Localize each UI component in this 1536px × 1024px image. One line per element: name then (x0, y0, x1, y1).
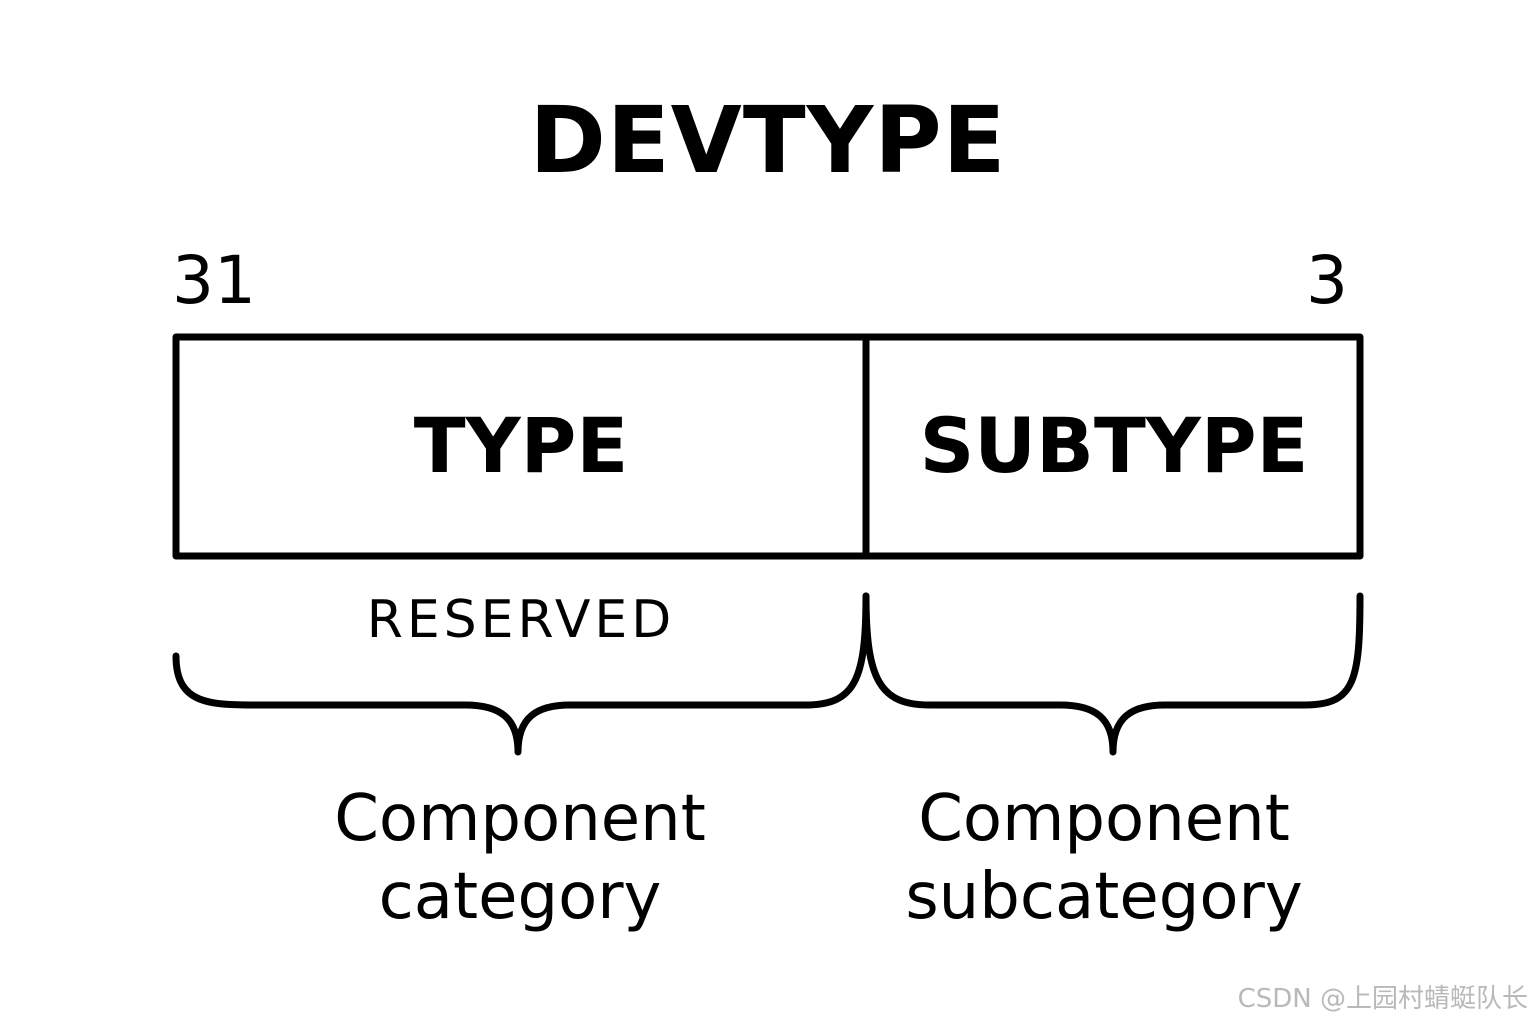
diagram-title: DEVTYPE (529, 87, 1007, 194)
description-type-line2: category (378, 860, 662, 935)
watermark: CSDN @上园村蜻蜓队长 (1237, 984, 1528, 1014)
description-subtype-line1: Component (918, 782, 1290, 856)
field-subtype-label: SUBTYPE (919, 401, 1309, 490)
bit-index-low: 3 (1306, 242, 1348, 319)
reserved-label: RESERVED (366, 590, 676, 650)
description-subtype: Component subcategory (794, 780, 1414, 936)
register-box (172, 333, 1364, 560)
brace-subtype (862, 592, 1364, 756)
brace-type (172, 592, 870, 756)
description-type-line1: Component (334, 782, 706, 856)
description-type: Component category (200, 780, 840, 936)
description-subtype-line2: subcategory (905, 860, 1303, 935)
bit-index-high: 31 (172, 242, 256, 319)
field-type-label: TYPE (413, 401, 629, 490)
